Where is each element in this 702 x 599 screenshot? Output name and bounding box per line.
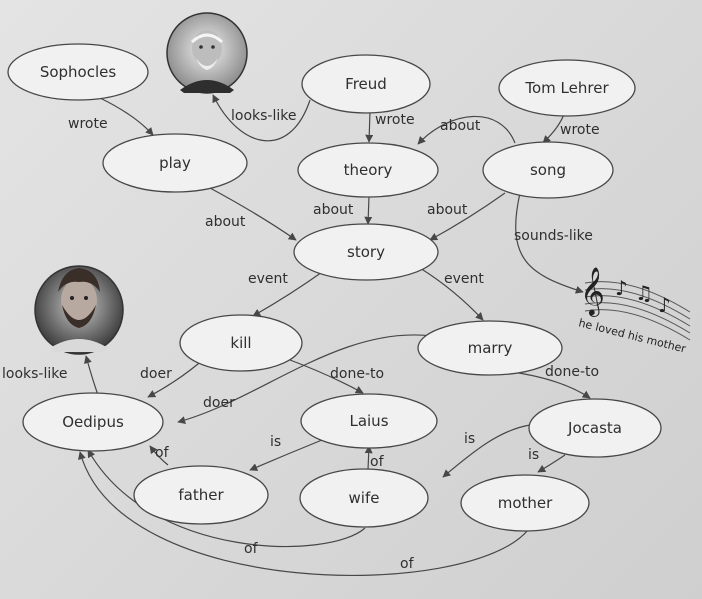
node-label: theory <box>344 161 393 179</box>
node-label: marry <box>468 339 513 357</box>
node-label: mother <box>498 494 553 512</box>
node-label: Oedipus <box>62 413 124 431</box>
node-jocasta: Jocasta <box>528 398 662 458</box>
edge-father-oedipus: of <box>149 445 170 466</box>
node-marry: marry <box>417 320 563 376</box>
edge-mother-oedipus: of <box>78 451 529 577</box>
edge-label-is: is <box>528 447 539 463</box>
edge-label-of: of <box>244 541 259 557</box>
edge-label-done-to: done-to <box>330 366 384 382</box>
edge-label-wrote: wrote <box>560 122 600 138</box>
oedipus-portrait <box>34 265 124 355</box>
edge-label-wrote: wrote <box>375 112 415 128</box>
edge-label-about: about <box>313 202 354 218</box>
node-song: song <box>482 141 614 199</box>
edge-label-doer: doer <box>203 395 235 411</box>
edge-story-kill: event <box>248 269 326 317</box>
edge-jocasta-mother: is <box>528 447 566 473</box>
edge-kill-laius: done-to <box>289 359 384 394</box>
edge-label-of: of <box>400 556 415 572</box>
edge-song-story: about <box>427 192 506 241</box>
edge-wife-laius: of <box>364 445 385 471</box>
edge-label-is: is <box>270 434 281 450</box>
edge-label-doer: doer <box>140 366 172 382</box>
node-story: story <box>293 223 439 281</box>
edge-freud-photo: looks-like <box>212 94 311 142</box>
edge-song-theory: about <box>417 115 516 145</box>
node-label: wife <box>349 489 380 507</box>
edge-label-about: about <box>427 202 468 218</box>
node-label: Freud <box>345 75 387 93</box>
edge-marry-oedipus: doer <box>177 334 433 424</box>
edge-sophocles-play: wrote <box>68 97 154 136</box>
node-label: Tom Lehrer <box>524 79 609 97</box>
edge-label-done-to: done-to <box>545 364 599 380</box>
node-label: father <box>178 486 224 504</box>
edge-label-wrote: wrote <box>68 116 108 132</box>
edge-label-looks-like: looks-like <box>231 108 296 124</box>
svg-text:𝄞: 𝄞 <box>580 266 605 317</box>
node-father: father <box>133 465 269 525</box>
freud-portrait <box>166 12 248 94</box>
node-label: kill <box>230 334 251 352</box>
node-play: play <box>102 133 248 193</box>
node-mother: mother <box>460 474 590 532</box>
edge-kill-oedipus: doer <box>140 357 206 398</box>
node-tom-lehrer: Tom Lehrer <box>498 59 636 117</box>
svg-text:♪: ♪ <box>658 293 671 317</box>
edge-label-of: of <box>370 454 385 470</box>
edge-tomlehrer-song: wrote <box>542 111 600 144</box>
edge-play-story: about <box>205 187 297 241</box>
music-notes-icon: 𝄞 ♪ ♫ ♪ he loved his mother <box>577 266 691 356</box>
edge-freud-theory: wrote <box>365 110 415 143</box>
edge-theory-story: about <box>313 195 373 225</box>
node-theory: theory <box>297 142 439 198</box>
edge-wife-oedipus: of <box>87 449 366 557</box>
edge-jocasta-wife: is <box>442 424 531 478</box>
edge-laius-father: is <box>249 434 323 471</box>
svg-text:♫: ♫ <box>635 281 653 305</box>
node-freud: Freud <box>301 54 431 114</box>
node-oedipus: Oedipus <box>22 392 164 452</box>
svg-text:♪: ♪ <box>615 276 628 300</box>
edge-label-event: event <box>444 271 484 287</box>
edge-label-looks-like: looks-like <box>2 366 67 382</box>
edge-oedipus-photo: looks-like <box>2 355 99 396</box>
edge-song-music: sounds-like <box>514 192 593 294</box>
edge-label-about: about <box>205 214 246 230</box>
edge-story-marry: event <box>419 267 484 321</box>
edge-label-of: of <box>155 445 170 461</box>
edge-label-about: about <box>440 118 481 134</box>
node-label: play <box>159 154 191 172</box>
node-laius: Laius <box>300 393 438 449</box>
edge-label-sounds-like: sounds-like <box>514 228 593 244</box>
edge-label-is: is <box>464 431 475 447</box>
node-sophocles: Sophocles <box>7 43 149 101</box>
node-label: song <box>530 161 566 179</box>
node-kill: kill <box>179 314 303 372</box>
node-wife: wife <box>299 468 429 528</box>
node-label: Sophocles <box>40 63 117 81</box>
node-label: Laius <box>349 412 388 430</box>
node-label: story <box>347 243 385 261</box>
edge-label-event: event <box>248 271 288 287</box>
node-label: Jocasta <box>567 419 622 437</box>
